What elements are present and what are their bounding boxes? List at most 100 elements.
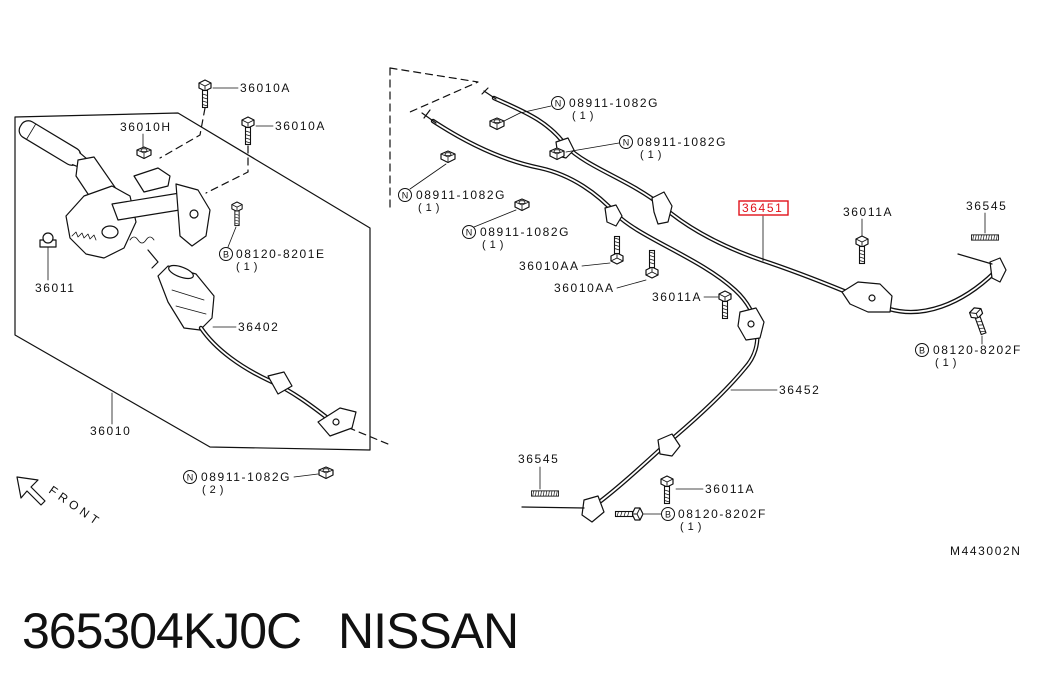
- cable-grommet: [267, 371, 293, 395]
- ratchet-teeth: [71, 231, 97, 241]
- boot-opening: [168, 264, 194, 280]
- cable-clip: [604, 204, 623, 227]
- callout-36010AA: 36010AA: [554, 279, 647, 295]
- fastener-symbol-circle: [619, 135, 633, 149]
- callout-36010H: 36010H: [120, 120, 172, 148]
- callout-label: 36011A: [843, 205, 893, 219]
- callout-label: 36545: [966, 199, 1007, 213]
- fastener-symbol-circle: [219, 247, 233, 261]
- callout-36451-highlighted: 36451: [738, 200, 789, 262]
- cable-end-fitting: [989, 257, 1007, 283]
- cable-36452-inner: [432, 120, 759, 507]
- cable-end-wire: [957, 253, 993, 265]
- dashed-line: [389, 67, 479, 113]
- cable-front-fitting: [481, 87, 497, 100]
- dashed-line: [159, 107, 206, 159]
- fastener-symbol: N: [187, 473, 194, 483]
- cable-bracket: [651, 191, 673, 225]
- bolt-36011A: [660, 475, 674, 505]
- front-label: FRONT: [46, 483, 104, 530]
- bolt-08120-8202F: [614, 507, 644, 521]
- leader-line: [581, 262, 611, 267]
- fastener-quantity: (1): [935, 357, 960, 369]
- callout-36545: 36545: [966, 199, 1007, 234]
- rear-cable-36451: [481, 87, 1007, 313]
- callout-label: 36010H: [120, 120, 172, 134]
- nut-08911-1082G: [549, 147, 565, 161]
- fastener-quantity: (1): [640, 149, 665, 161]
- rear-cable-36452: [421, 109, 765, 523]
- fastener-quantity: (1): [572, 110, 597, 122]
- fastener-part-number: 08911-1082G: [569, 96, 659, 110]
- callout-36011A: 36011A: [675, 482, 755, 496]
- callout-36011A: 36011A: [843, 205, 893, 237]
- callout-36010AA: 36010AA: [519, 259, 611, 273]
- front-direction-indicator: FRONT: [16, 476, 105, 530]
- fastener-callout-08120-8202F: B 08120-8202F (1): [643, 507, 767, 533]
- nut-08911-1082G: [318, 466, 334, 480]
- dashed-line: [205, 145, 249, 194]
- drawing-id: M443002N: [950, 544, 1022, 558]
- spring-36545: [530, 490, 560, 497]
- cable-mount-plate: [841, 281, 893, 313]
- callout-36010A: 36010A: [255, 119, 326, 133]
- fastener-symbol: N: [555, 99, 562, 109]
- ratchet-plate: [65, 185, 137, 259]
- mount-hole: [189, 209, 199, 219]
- nut-08911-1082G: [489, 117, 505, 131]
- fastener-quantity: (2): [202, 484, 227, 496]
- fastener-symbol-circle: [462, 225, 476, 239]
- fastener-symbol: N: [623, 138, 630, 148]
- cable-hook: [147, 249, 159, 269]
- bolt-36011A: [718, 290, 732, 320]
- fastener-callout-08911-1082G: N 08911-1082G (1): [398, 163, 506, 214]
- lever-assembly-outline: [14, 112, 371, 451]
- callout-label: 36011A: [652, 290, 702, 304]
- fastener-symbol: B: [223, 250, 229, 260]
- fastener-symbol: B: [665, 510, 671, 520]
- callout-36010A-top: 36010A: [212, 81, 291, 95]
- front-cable-36402: [157, 264, 357, 437]
- bolt-36010AA: [610, 235, 624, 265]
- callout-label: 36010AA: [519, 259, 580, 273]
- fastener-part-number: 08911-1082G: [416, 188, 506, 202]
- bolt-36010A: [241, 116, 255, 146]
- callout-label: 36010A: [240, 81, 291, 95]
- fastener-quantity: (1): [680, 521, 705, 533]
- callout-label: 36011A: [705, 482, 755, 496]
- fastener-callout-08120-8201E: B 08120-8201E (1): [219, 226, 326, 273]
- fastener-symbol: B: [919, 346, 925, 356]
- callout-label: 36545: [518, 452, 559, 466]
- bolt-36010A: [198, 79, 212, 109]
- fastener-callout-08911-1082G: N 08911-1082G (1): [503, 96, 659, 122]
- callout-label: 36011: [35, 281, 75, 295]
- callout-label: 36010A: [275, 119, 326, 133]
- fastener-part-number: 08120-8202F: [933, 343, 1022, 357]
- fastener-part-number: 08911-1082G: [480, 225, 570, 239]
- fastener-part-number: 08120-8201E: [236, 247, 326, 261]
- callout-label: 36452: [779, 383, 820, 397]
- bolt-36011A: [855, 235, 869, 265]
- fastener-callout-08120-8202F: B 08120-8202F (1): [915, 335, 1022, 369]
- leader-line: [293, 473, 319, 478]
- callout-36011A: 36011A: [652, 290, 719, 304]
- callout-label: 36010: [90, 424, 131, 438]
- cable-end-wire: [521, 506, 585, 509]
- dashed-line: [336, 422, 389, 445]
- brand-name: NISSAN: [338, 603, 518, 659]
- product-caption: 365304KJ0C NISSAN: [22, 603, 519, 659]
- fastener-part-number: 08120-8202F: [678, 507, 767, 521]
- cable-36402-inner: [200, 327, 331, 421]
- fastener-part-number: 08911-1082G: [637, 135, 727, 149]
- leader-line: [409, 163, 447, 190]
- mount-plate-hole: [868, 294, 876, 302]
- connection-dashed-lines: [159, 67, 479, 445]
- front-arrow-icon: [16, 476, 46, 506]
- leader-line: [616, 279, 647, 289]
- nut-08911-1082G: [440, 150, 456, 164]
- callout-label: 36402: [238, 320, 279, 334]
- fastener-symbol-circle: [183, 470, 197, 484]
- leader-line: [565, 142, 620, 153]
